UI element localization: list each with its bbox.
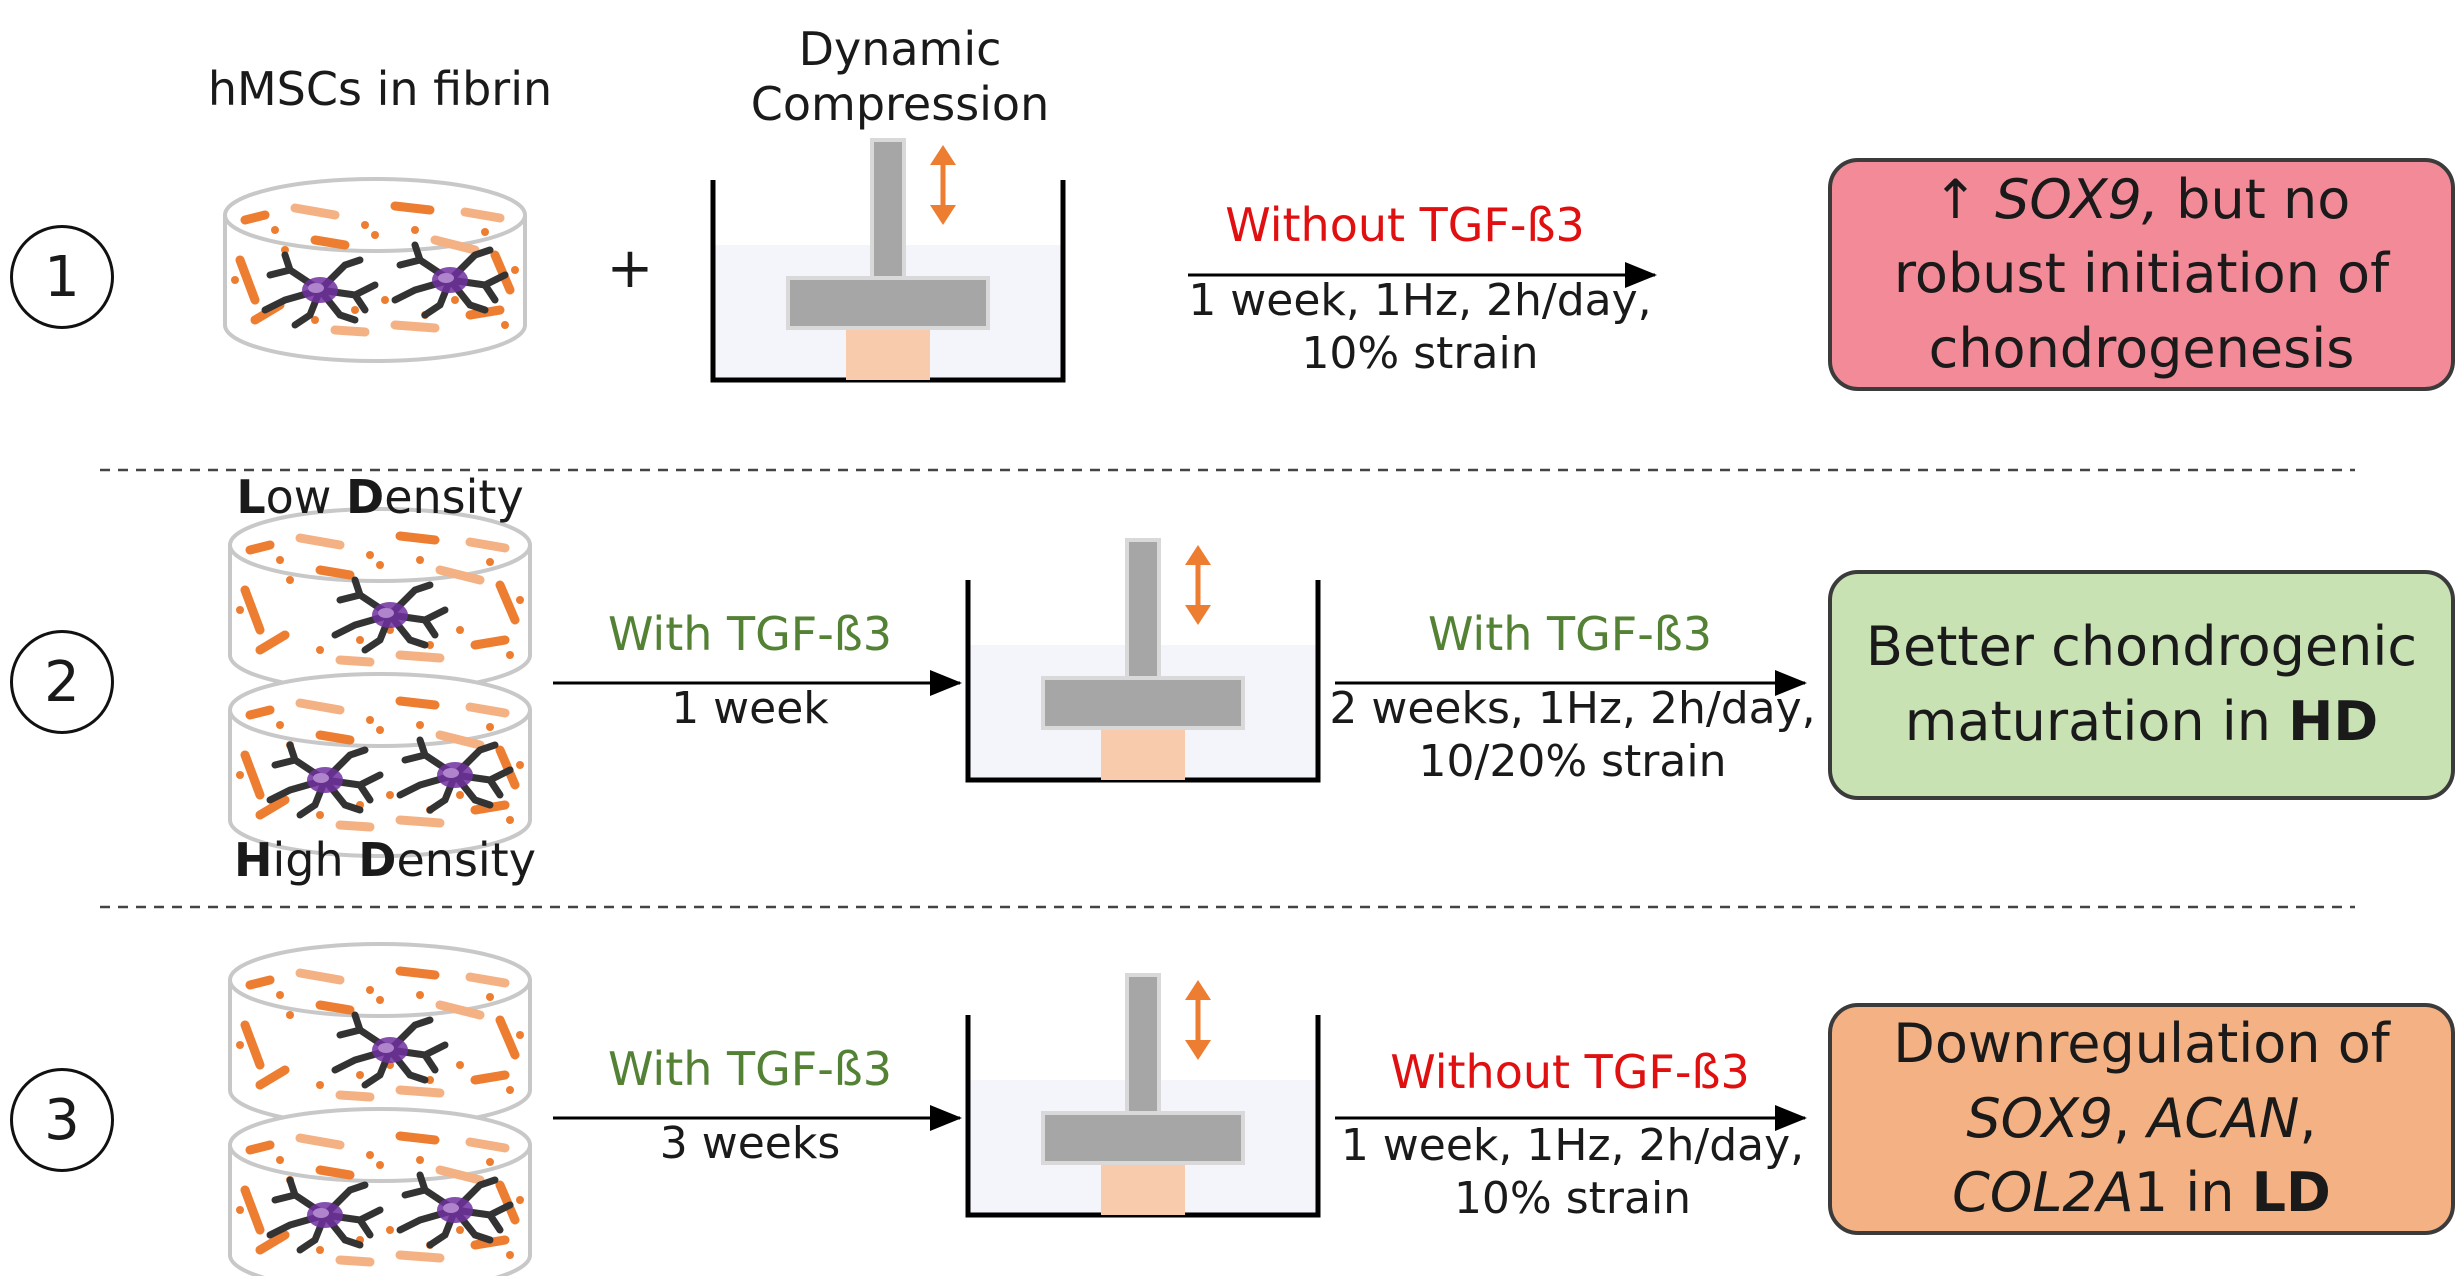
- row-number-2: 2: [10, 630, 114, 734]
- row2-condition: With TGF-ß3: [1427, 607, 1713, 661]
- result3-line1: Downregulation of: [1893, 1012, 2390, 1076]
- result2-line1: Better chondrogenic: [1865, 615, 2418, 679]
- row2-params-line2: 10/20% strain: [1418, 735, 1727, 787]
- dish-low-density-row3: [230, 944, 530, 1126]
- result-box-1: ↑ SOX9, but no robust initiation of chon…: [1828, 158, 2455, 391]
- row3-params-line1: 1 week, 1Hz, 2h/day,: [1340, 1120, 1805, 1171]
- plus-sign: +: [606, 236, 654, 301]
- row2-params: 2 weeks, 1Hz, 2h/day, 10/20% strain: [1320, 683, 1825, 789]
- result2-line2: maturation in HD: [1904, 690, 2379, 753]
- row2-params-line1: 2 weeks, 1Hz, 2h/day,: [1329, 683, 1816, 734]
- row1-params-line2: 10% strain: [1301, 327, 1539, 379]
- row2-preculture-duration: 1 week: [671, 683, 829, 734]
- row1-condition: Without TGF-ß3: [1225, 198, 1585, 252]
- high-density-label: High Density: [234, 833, 536, 887]
- result3-line3: COL2A1 in LD: [1952, 1161, 2331, 1225]
- dish-high-density-row3: [230, 1109, 530, 1276]
- result-box-2: Better chondrogenic maturation in HD: [1828, 570, 2455, 800]
- compression-label: Dynamic Compression: [700, 22, 1100, 132]
- row3-preculture-condition: With TGF-ß3: [607, 1042, 893, 1096]
- result3-line2: SOX9, ACAN,: [1966, 1086, 2317, 1150]
- row-number-1: 1: [10, 225, 114, 329]
- compression-line1: Dynamic: [798, 22, 1002, 76]
- row1-params-line1: 1 week, 1Hz, 2h/day,: [1188, 275, 1652, 326]
- low-density-label: Low Density: [236, 470, 524, 524]
- result-box-3: Downregulation of SOX9, ACAN, COL2A1 in …: [1828, 1003, 2455, 1235]
- result1-line2: robust initiation of: [1893, 242, 2390, 306]
- compression-line2: Compression: [750, 77, 1050, 132]
- dish-row1: [225, 179, 525, 361]
- dish-high-density-row2: [230, 674, 530, 856]
- result1-line1: ↑ SOX9, but no: [1932, 167, 2351, 231]
- bioreactor-row1: [713, 140, 1063, 380]
- dish-low-density-row2: [230, 509, 530, 691]
- row3-condition: Without TGF-ß3: [1390, 1045, 1750, 1099]
- row3-preculture-duration: 3 weeks: [659, 1118, 841, 1169]
- row2-preculture-condition: With TGF-ß3: [607, 607, 893, 661]
- row1-params: 1 week, 1Hz, 2h/day, 10% strain: [1170, 275, 1670, 381]
- row-number-3: 3: [10, 1068, 114, 1172]
- result1-line3: chondrogenesis: [1928, 316, 2355, 380]
- row3-params-line2: 10% strain: [1453, 1172, 1692, 1224]
- cells-label: hMSCs in fibrin: [207, 62, 553, 116]
- bioreactor-row3: [968, 975, 1318, 1215]
- row3-params: 1 week, 1Hz, 2h/day, 10% strain: [1320, 1120, 1825, 1226]
- bioreactor-row2: [968, 540, 1318, 780]
